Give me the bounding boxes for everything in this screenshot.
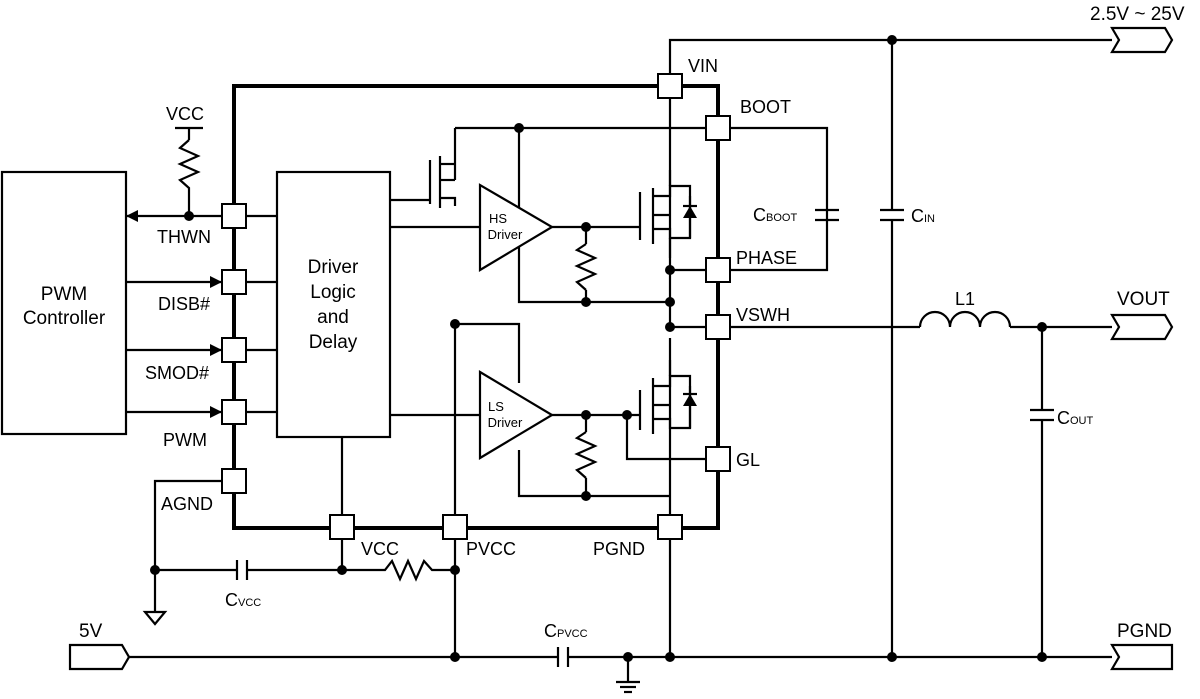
cin-sub: IN — [924, 213, 935, 225]
pin-thwn — [221, 203, 247, 229]
port-5v — [68, 643, 131, 671]
cboot-label: CBOOT — [753, 205, 797, 225]
ic-pins — [221, 73, 731, 540]
driver-logic-label-1: Driver — [308, 257, 359, 278]
cpvcc-main: C — [544, 621, 557, 641]
driver-logic-block — [275, 170, 392, 439]
port-vout — [1110, 313, 1174, 341]
pwm-controller-block — [0, 170, 128, 436]
ls-driver-symbol — [478, 370, 555, 460]
vin-pin-label: VIN — [688, 56, 718, 76]
driver-logic-label-2: Logic — [310, 282, 355, 303]
cin-main: C — [911, 206, 924, 226]
pwm-pin-label: PWM — [163, 430, 207, 450]
five-v-label: 5V — [79, 621, 103, 642]
hs-driver-label-1: HS — [489, 211, 507, 226]
pin-boot — [705, 115, 731, 141]
agnd-pin-label: AGND — [161, 494, 213, 514]
junctions — [150, 35, 1047, 662]
cout-main: C — [1057, 408, 1070, 428]
thwn-pin-label: THWN — [157, 227, 211, 247]
pin-vswh — [705, 314, 731, 340]
pin-smod — [221, 337, 247, 363]
vcc-pin-label: VCC — [361, 539, 399, 559]
cvcc-main: C — [225, 590, 238, 610]
vout-label: VOUT — [1117, 289, 1170, 310]
ls-gate-resistor — [574, 431, 598, 479]
hs-gate-resistor — [574, 243, 598, 291]
pin-disb — [221, 269, 247, 295]
smod-pin-label: SMOD# — [145, 363, 209, 383]
cboot-sub: BOOT — [766, 212, 797, 224]
cpvcc-label: CPVCC — [544, 621, 588, 641]
ls-driver-label-1: LS — [488, 399, 504, 414]
pin-phase — [705, 257, 731, 283]
pin-vcc — [329, 514, 355, 540]
pin-pwm — [221, 399, 247, 425]
cout-sub: OUT — [1070, 415, 1094, 427]
pin-vin — [657, 73, 683, 99]
ls-driver-label-2: Driver — [488, 415, 523, 430]
cboot-main: C — [753, 205, 766, 225]
hs-driver-symbol — [478, 183, 555, 272]
hs-driver-label-2: Driver — [488, 227, 523, 242]
pwm-controller-label-1: PWM — [41, 284, 87, 305]
pgnd-pin-label: PGND — [593, 539, 645, 559]
wiring — [126, 38, 1112, 694]
ic-outline — [232, 84, 720, 530]
pwm-controller-label-2: Controller — [23, 308, 106, 329]
port-vin — [1110, 26, 1174, 54]
vswh-pin-label: VSWH — [736, 305, 790, 325]
cvcc-label: CVCC — [225, 590, 261, 610]
cin-label: CIN — [911, 206, 935, 226]
driver-logic-label-4: Delay — [309, 332, 358, 353]
pin-agnd — [221, 468, 247, 494]
pin-gl — [705, 446, 731, 472]
vin-range-label: 2.5V ~ 25V — [1090, 4, 1185, 25]
cout-label: COUT — [1057, 408, 1094, 428]
port-pgnd — [1110, 643, 1174, 671]
pvcc-pin-label: PVCC — [466, 539, 516, 559]
cvcc-sub: VCC — [238, 597, 261, 609]
gl-pin-label: GL — [736, 450, 760, 470]
pin-pgnd — [657, 514, 683, 540]
phase-pin-label: PHASE — [736, 248, 797, 268]
pin-pvcc — [442, 514, 468, 540]
disb-pin-label: DISB# — [158, 294, 210, 314]
vcc-pullup-label: VCC — [166, 104, 204, 124]
driver-logic-label-3: and — [317, 307, 349, 328]
pgnd-port-label: PGND — [1117, 621, 1172, 642]
l1-label: L1 — [955, 289, 975, 309]
boot-pin-label: BOOT — [740, 97, 791, 117]
cpvcc-sub: PVCC — [557, 628, 588, 640]
